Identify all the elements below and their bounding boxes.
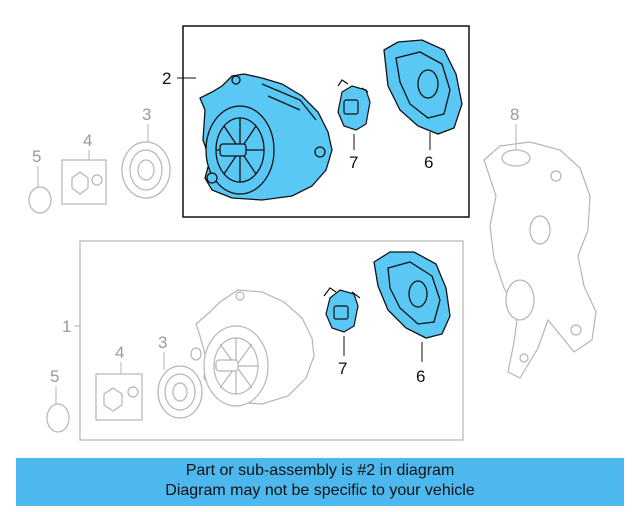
regulator-top[interactable]	[337, 79, 371, 131]
callout-5-bottom: 5	[50, 367, 59, 386]
alternator-highlighted[interactable]	[199, 73, 333, 201]
callout-5-top: 5	[32, 147, 41, 166]
callout-6-bottom: 6	[416, 367, 425, 386]
pulley-top	[121, 141, 171, 199]
callout-4-bottom: 4	[115, 343, 124, 362]
alternator-ghost	[195, 289, 315, 407]
leader-lines	[37, 77, 517, 404]
cover-top[interactable]	[383, 39, 463, 135]
callout-2: 2	[162, 69, 171, 88]
banner-line-1: Part or sub-assembly is #2 in diagram	[185, 462, 455, 479]
info-banner: Part or sub-assembly is #2 in diagram Di…	[16, 458, 624, 506]
callout-1: 1	[62, 317, 71, 336]
parts-diagram: 2 1 3 3 4 4 5 5 8 7 6 7 6	[28, 25, 597, 441]
callout-8: 8	[510, 105, 519, 124]
callout-7-top: 7	[349, 153, 358, 172]
cover-bottom[interactable]	[373, 251, 451, 339]
cap-bottom	[46, 403, 70, 433]
callout-4-top: 4	[83, 131, 92, 150]
bracket	[483, 141, 597, 379]
assembly-2-box	[182, 25, 470, 218]
nut-kit-top	[61, 159, 107, 205]
banner-line-2: Diagram may not be specific to your vehi…	[165, 482, 475, 499]
nut-kit-bottom	[95, 373, 143, 421]
regulator-bottom[interactable]	[323, 287, 361, 333]
cap-top	[28, 186, 52, 214]
assembly-1-box	[79, 240, 464, 441]
callout-6-top: 6	[424, 153, 433, 172]
callout-7-bottom: 7	[338, 359, 347, 378]
callout-3-top: 3	[142, 105, 151, 124]
pulley-bottom	[157, 347, 203, 419]
callout-3-bottom: 3	[158, 333, 167, 352]
